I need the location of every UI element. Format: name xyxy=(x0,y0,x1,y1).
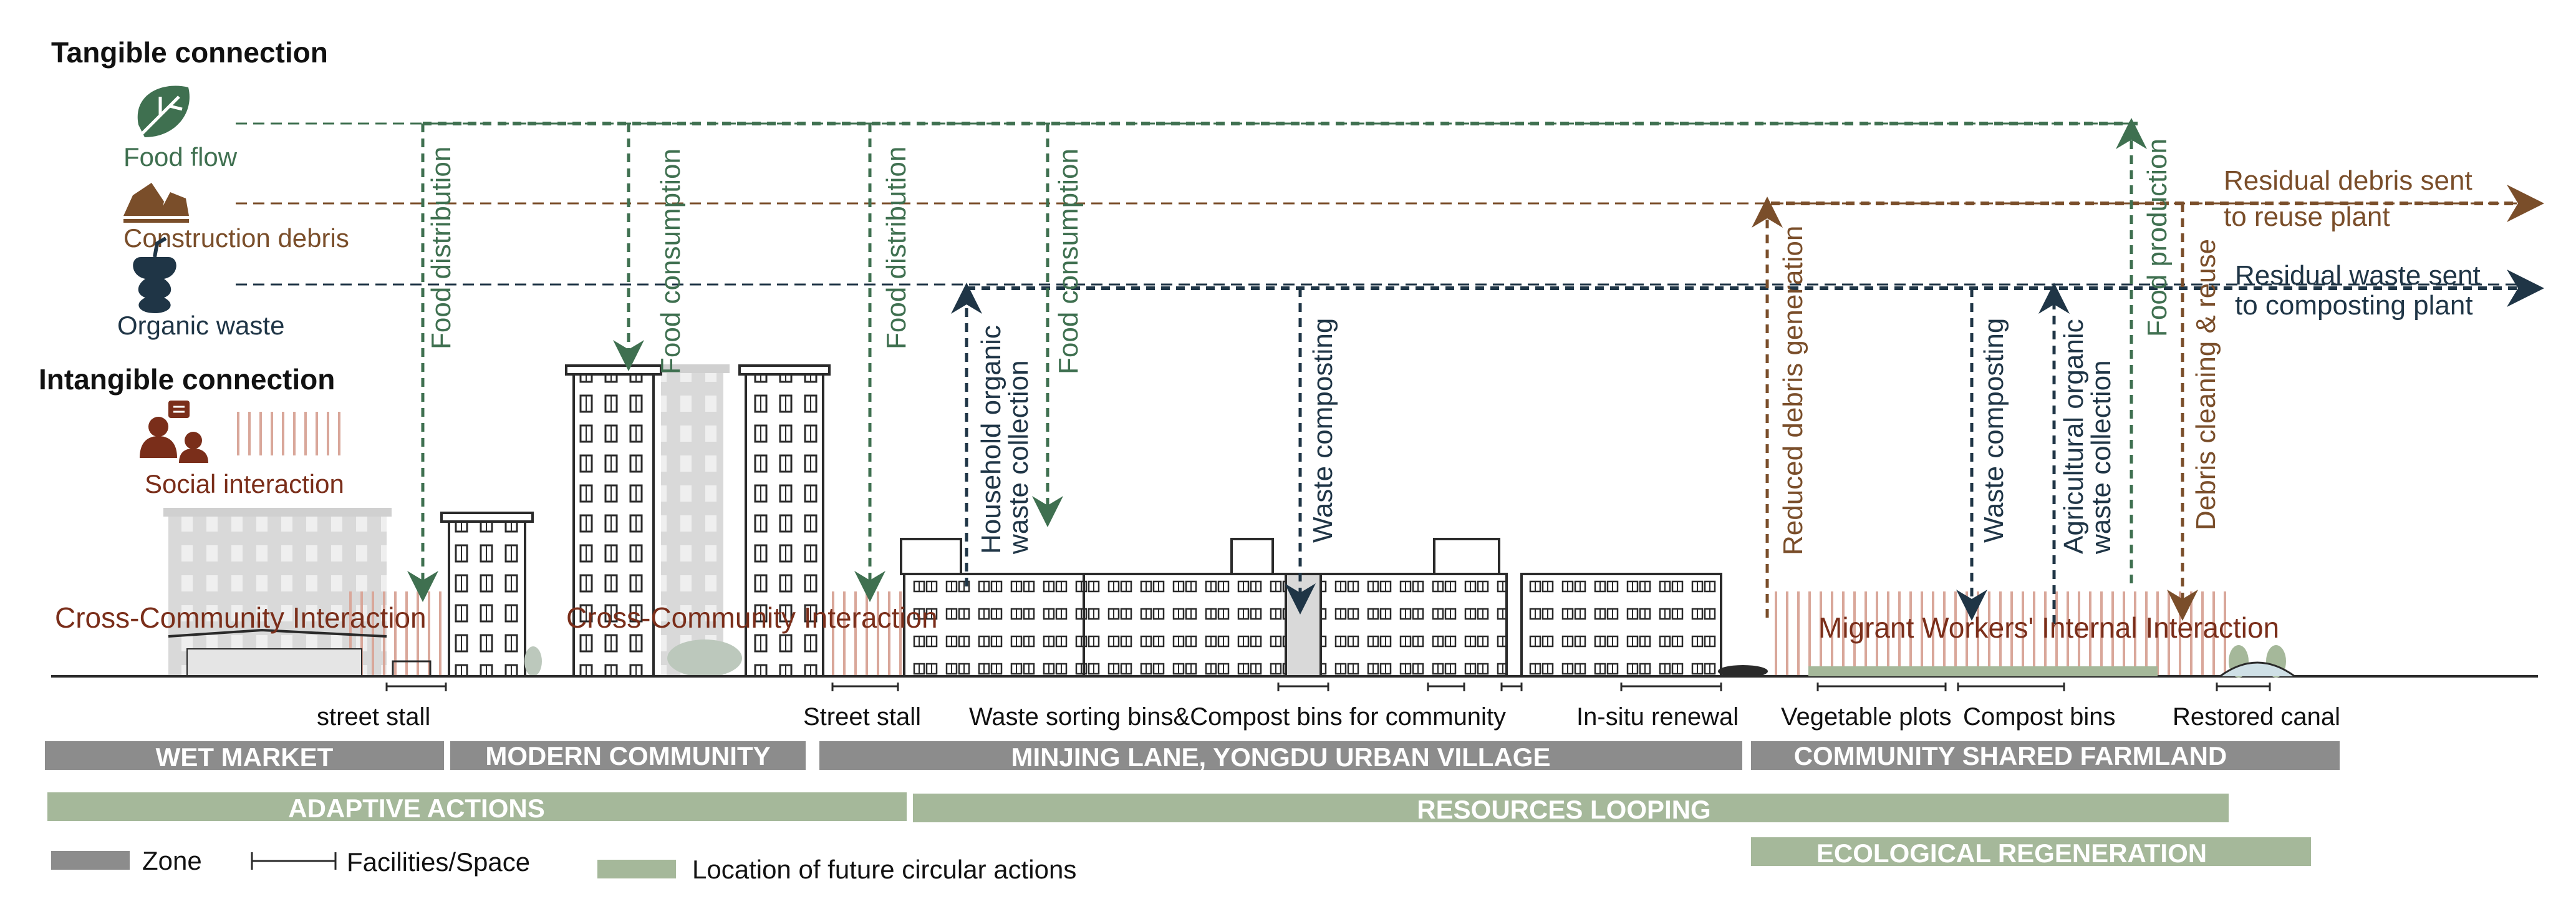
zone-farmland xyxy=(1751,741,2340,770)
zone-wet-market xyxy=(45,741,444,770)
facility-in-situ: In-situ renewal xyxy=(1576,703,1739,731)
food-distribution-2-label: Food distribution xyxy=(881,147,912,349)
action-resources xyxy=(913,794,2229,822)
flow-labels: Food distribution Food consumption Food … xyxy=(426,139,2481,555)
food-consumption-1-label: Food consumption xyxy=(655,148,686,374)
vertical-flows xyxy=(407,118,2198,624)
migrant-workers-label: Migrant Workers' Internal Interaction xyxy=(1818,611,2279,644)
food-consumption-2-label: Food consumption xyxy=(1053,148,1084,374)
zone-modern-community-label: MODERN COMMUNITY xyxy=(485,741,770,771)
apple-core-icon xyxy=(133,236,176,313)
zone-modern-community xyxy=(450,741,806,770)
migrant-stripes xyxy=(1771,591,2226,676)
waste-composting-1-label: Waste composting xyxy=(1308,318,1338,543)
household-waste-label: Household organic waste collection xyxy=(976,318,1034,555)
zone-farmland-label: COMMUNITY SHARED FARMLAND xyxy=(1794,741,2227,771)
tower-2 xyxy=(572,369,655,678)
food-distribution-1-label: Food distribution xyxy=(426,147,456,349)
residual-debris-line1: Residual debris sent xyxy=(2224,165,2472,196)
village-building-3 xyxy=(1319,573,1508,678)
facility-restored-canal: Restored canal xyxy=(2173,703,2340,731)
residual-waste-line2: to composting plant xyxy=(2235,290,2473,321)
zone-wet-market-label: WET MARKET xyxy=(156,742,334,772)
organic-waste-label: Organic waste xyxy=(117,311,284,340)
construction-debris-label: Construction debris xyxy=(123,223,349,253)
urban-village-buildings xyxy=(900,538,1722,678)
facility-street-stall-1: street stall xyxy=(317,703,430,731)
debris-cleaning-label: Debris cleaning & reuse xyxy=(2191,239,2221,530)
facility-compost-bins: Compost bins xyxy=(1963,703,2116,731)
debris-icon xyxy=(123,183,189,223)
key-facilities-label: Facilities/Space xyxy=(347,847,530,877)
social-interaction-label: Social interaction xyxy=(145,469,344,498)
facility-markers xyxy=(385,683,2271,691)
facility-labels: street stall Street stall Waste sorting … xyxy=(317,703,2340,731)
key-facilities-swatch xyxy=(251,852,337,870)
people-talking-icon xyxy=(140,401,208,463)
farmland-elements xyxy=(1718,645,2295,678)
waste-composting-2-label: Waste composting xyxy=(1979,318,2009,543)
cross-community-label-2: Cross-Community Interaction xyxy=(566,601,938,634)
facility-waste-sorting: Waste sorting bins&Compost bins for comm… xyxy=(969,703,1506,731)
facility-vegetable: Vegetable plots xyxy=(1781,703,1952,731)
modern-community-buildings xyxy=(440,364,831,678)
zone-urban-village xyxy=(819,741,1742,770)
food-production-label: Food production xyxy=(2142,139,2173,337)
residual-waste-line1: Residual waste sent xyxy=(2235,260,2481,291)
key-future-label: Location of future circular actions xyxy=(692,855,1076,884)
action-bars: ADAPTIVE ACTIONS RESOURCES LOOPING ECOLO… xyxy=(47,792,2311,868)
cross-community-label-1: Cross-Community Interaction xyxy=(55,601,427,634)
key-zone-label: Zone xyxy=(142,846,202,875)
action-resources-label: RESOURCES LOOPING xyxy=(1417,795,1710,824)
agricultural-waste-label: Agricultural organic waste collection xyxy=(2058,311,2116,555)
facility-street-stall-2: Street stall xyxy=(803,703,921,731)
tower-1 xyxy=(448,517,526,678)
action-ecological xyxy=(1751,837,2311,866)
key-future-swatch xyxy=(597,860,676,878)
legend: Tangible connection Food flow Constructi… xyxy=(39,36,349,498)
action-ecological-label: ECOLOGICAL REGENERATION xyxy=(1816,839,2207,868)
intangible-title: Intangible connection xyxy=(39,363,335,396)
action-adaptive xyxy=(47,792,907,821)
food-flow-label: Food flow xyxy=(123,142,238,172)
village-building-2 xyxy=(1083,573,1287,678)
zone-bars: WET MARKET MODERN COMMUNITY MINJING LANE… xyxy=(45,741,2340,772)
tower-3 xyxy=(745,369,824,678)
reduced-debris-label: Reduced debris generation xyxy=(1778,226,1808,555)
key: Zone Facilities/Space Location of future… xyxy=(51,846,1076,884)
modern-ghost-building xyxy=(661,367,723,676)
action-adaptive-label: ADAPTIVE ACTIONS xyxy=(288,794,544,823)
zone-urban-village-label: MINJING LANE, YONGDU URBAN VILLAGE xyxy=(1011,742,1551,772)
leaf-icon xyxy=(137,85,190,137)
tangible-title: Tangible connection xyxy=(51,36,328,69)
interaction-labels: Cross-Community Interaction Cross-Commun… xyxy=(55,601,2279,644)
social-interaction-swatch xyxy=(231,412,345,455)
wet-market-canopy xyxy=(168,628,432,678)
flow-lines xyxy=(236,122,2544,307)
village-building-1 xyxy=(903,573,1085,678)
village-building-4 xyxy=(1520,573,1722,678)
cross-community-stripes-2 xyxy=(822,591,903,676)
key-zone-swatch xyxy=(51,851,130,870)
residual-debris-line2: to reuse plant xyxy=(2224,202,2390,232)
